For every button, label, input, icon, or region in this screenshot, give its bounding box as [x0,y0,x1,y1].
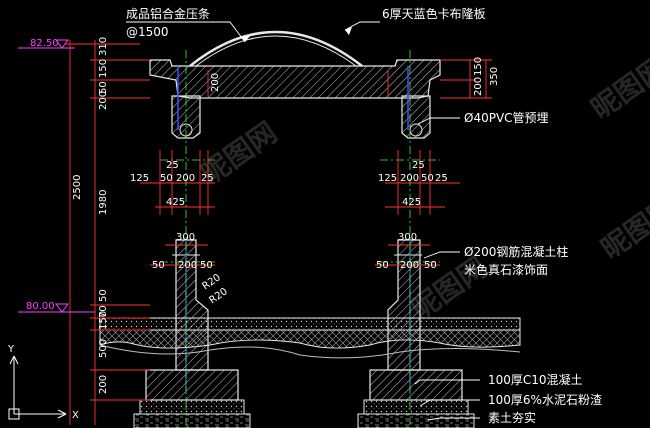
label-diameter-1500: @1500 [126,25,169,39]
dim-h-l-200: 200 [176,173,195,184]
label-stone-powder: 100厚6%水泥石粉渣 [488,393,602,407]
leader-arrow-1 [240,36,250,42]
dim-h-l-25b: 25 [201,173,214,184]
dim-h-rc-200: 200 [400,260,419,271]
dim-h-rc-300: 300 [398,232,417,243]
watermark-3: 昵图网 [585,51,650,126]
dim-h-rc-50b: 50 [424,260,437,271]
dim-h-l-425: 425 [166,197,185,208]
dim-h-l-25: 25 [166,160,179,171]
dim-h-l-50: 50 [160,173,173,184]
leader-arrow-2 [345,27,352,35]
top-beam [149,59,441,139]
footing-right [357,369,475,428]
dim-h-lc-50: 50 [152,260,165,271]
level-top-label: 82.50 [30,38,59,49]
dim-h-lc-300: 300 [176,232,195,243]
leader-lines [126,21,480,421]
horizontal-dimensions: 25 125 50 200 25 425 25 125 200 50 25 42… [130,160,448,306]
axis-y-label: Y [7,344,15,355]
label-rammed-soil: 素土夯实 [488,410,536,425]
dim-h-r-125: 125 [378,173,397,184]
dim-v-50: 50 [98,81,109,94]
ucs-axis-icon [8,355,67,420]
watermark-4: 昵图网 [595,191,650,266]
dim-h-lc-50b: 50 [200,260,213,271]
dim-h-r-200: 200 [400,173,419,184]
axis-x-label: X [72,410,79,421]
label-ceiling-board: 6厚天蓝色卡布隆板 [382,6,486,21]
arched-ceiling-inner [195,35,357,67]
dim-v-1980: 1980 [98,190,109,215]
dim-h-r-425: 425 [402,197,421,208]
dim-v-200d: 200 [210,73,221,92]
label-rc-column: Ø200钢筋混凝土柱 [464,244,568,259]
dim-v-200b: 200 [98,375,109,394]
label-c10-concrete: 100厚C10混凝土 [488,372,583,387]
dim-v-200: 200 [98,91,109,110]
dim-h-lc-200: 200 [178,260,197,271]
dim-h-r-25: 25 [412,160,425,171]
level-top-marker: 82.50 [18,38,75,49]
dimension-lines [65,40,492,425]
level-ground-marker: 80.00 [18,301,95,313]
vertical-dimensions: 310 150 50 200 2500 1980 50 70 150 500 2… [72,37,500,394]
dim-v-200c: 200 [473,77,484,96]
dim-h-r-50: 50 [421,173,434,184]
dim-h-rc-50: 50 [376,260,389,271]
footing-left [133,369,251,428]
label-stone-paint: 米色真石漆饰面 [464,263,548,277]
dim-v-50b: 50 [98,289,109,302]
dim-v-150b: 150 [98,311,109,330]
dim-h-l-125: 125 [130,173,149,184]
dim-h-r-25b: 25 [435,173,448,184]
ground-slab [99,317,521,359]
dim-v-310: 310 [98,37,109,56]
dim-v-70: 70 [98,305,109,318]
arched-ceiling-board [189,30,363,67]
dim-v-500: 500 [98,339,109,358]
dim-v-350: 350 [489,67,500,86]
level-ground-label: 80.00 [26,301,55,312]
dim-v-150: 150 [98,59,109,78]
label-pvc-pipe: Ø40PVC管预埋 [464,110,549,125]
label-aluminum-strip: 成品铝合金压条 [126,6,210,21]
dim-v-2500: 2500 [72,175,83,200]
dim-v-150c: 150 [473,57,484,76]
